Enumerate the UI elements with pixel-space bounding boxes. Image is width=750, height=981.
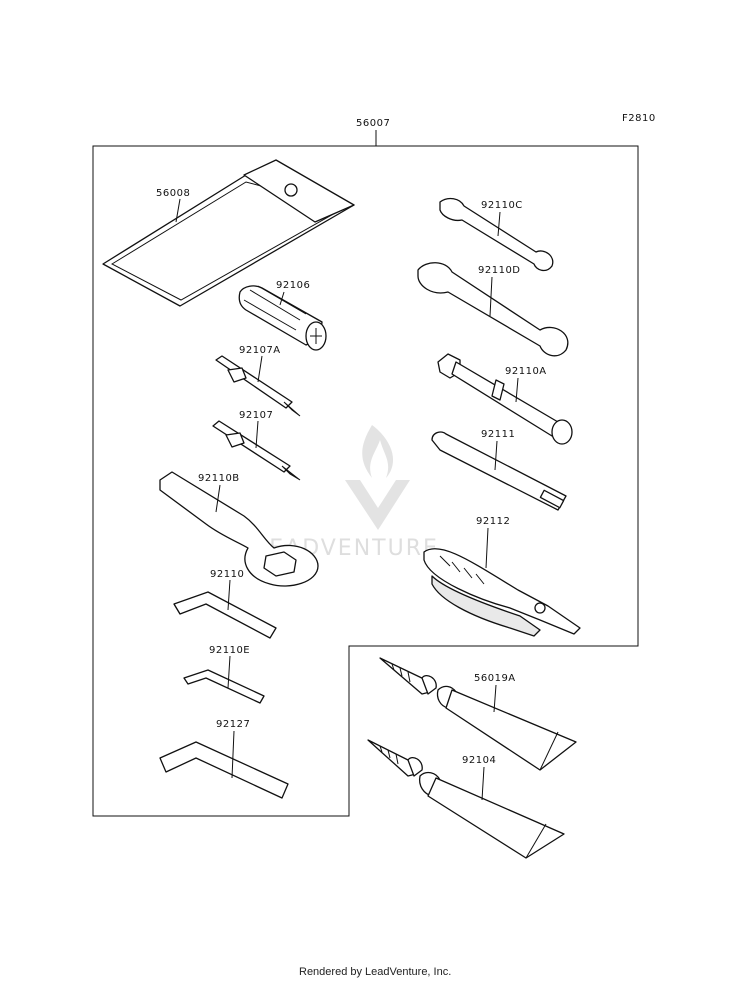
flat-bar-illustration bbox=[431, 431, 567, 511]
part-label-92110b: 92110B bbox=[198, 473, 240, 484]
screwdriver-bit-a-illustration bbox=[215, 355, 301, 417]
leader-line-92110a bbox=[515, 377, 519, 403]
leader-line-92110b bbox=[215, 484, 221, 513]
leader-line-92107a bbox=[257, 355, 263, 383]
pliers-illustration bbox=[423, 548, 581, 637]
screwdriver-bit-illustration bbox=[212, 420, 301, 481]
leader-line-92104 bbox=[481, 766, 485, 801]
leader-line-56008 bbox=[175, 198, 181, 223]
tool-pouch-illustration bbox=[102, 159, 355, 307]
part-label-92110c: 92110C bbox=[481, 200, 523, 211]
grease-tube-illustration bbox=[367, 739, 565, 859]
part-label-92112: 92112 bbox=[476, 516, 510, 527]
part-label-92107a: 92107A bbox=[239, 345, 281, 356]
box-wrench-illustration bbox=[159, 471, 319, 587]
hex-key-illustration bbox=[173, 591, 277, 639]
leader-line-92112 bbox=[485, 527, 489, 569]
leader-line-92107 bbox=[255, 420, 259, 449]
part-label-56008: 56008 bbox=[156, 188, 190, 199]
open-wrench-large-illustration bbox=[417, 262, 569, 357]
part-label-92110d: 92110D bbox=[478, 265, 521, 276]
leader-line-92110e bbox=[227, 655, 231, 689]
hex-key-large-illustration bbox=[159, 741, 289, 799]
part-label-56007: 56007 bbox=[356, 118, 390, 129]
part-label-92107: 92107 bbox=[239, 410, 273, 421]
part-label-92104: 92104 bbox=[462, 755, 496, 766]
socket-wrench-illustration bbox=[437, 353, 573, 445]
footer-credit: Rendered by LeadVenture, Inc. bbox=[299, 966, 451, 978]
leader-line-56019a bbox=[493, 684, 497, 713]
part-label-92110a: 92110A bbox=[505, 366, 547, 377]
watermark-logo: LEADVENTURE bbox=[255, 425, 437, 561]
screwdriver-handle-illustration bbox=[238, 285, 327, 351]
part-label-92127: 92127 bbox=[216, 719, 250, 730]
figure-code: F2810 bbox=[622, 113, 656, 124]
leader-line-92110c bbox=[497, 211, 501, 237]
grease-tube-a-illustration bbox=[379, 657, 577, 771]
part-label-92106: 92106 bbox=[276, 280, 310, 291]
part-label-92111: 92111 bbox=[481, 429, 515, 440]
leader-line-92127 bbox=[231, 730, 235, 779]
leader-line-92110d bbox=[489, 276, 493, 317]
part-label-92110e: 92110E bbox=[209, 645, 250, 656]
leader-line-92106 bbox=[279, 291, 285, 306]
part-label-92110: 92110 bbox=[210, 569, 244, 580]
leader-line-92111 bbox=[494, 440, 498, 471]
leader-line-92110 bbox=[227, 579, 231, 611]
kit-outline bbox=[92, 145, 639, 817]
hex-key-e-illustration bbox=[183, 669, 265, 704]
open-wrench-small-illustration bbox=[439, 197, 554, 272]
part-label-56019a: 56019A bbox=[474, 673, 516, 684]
